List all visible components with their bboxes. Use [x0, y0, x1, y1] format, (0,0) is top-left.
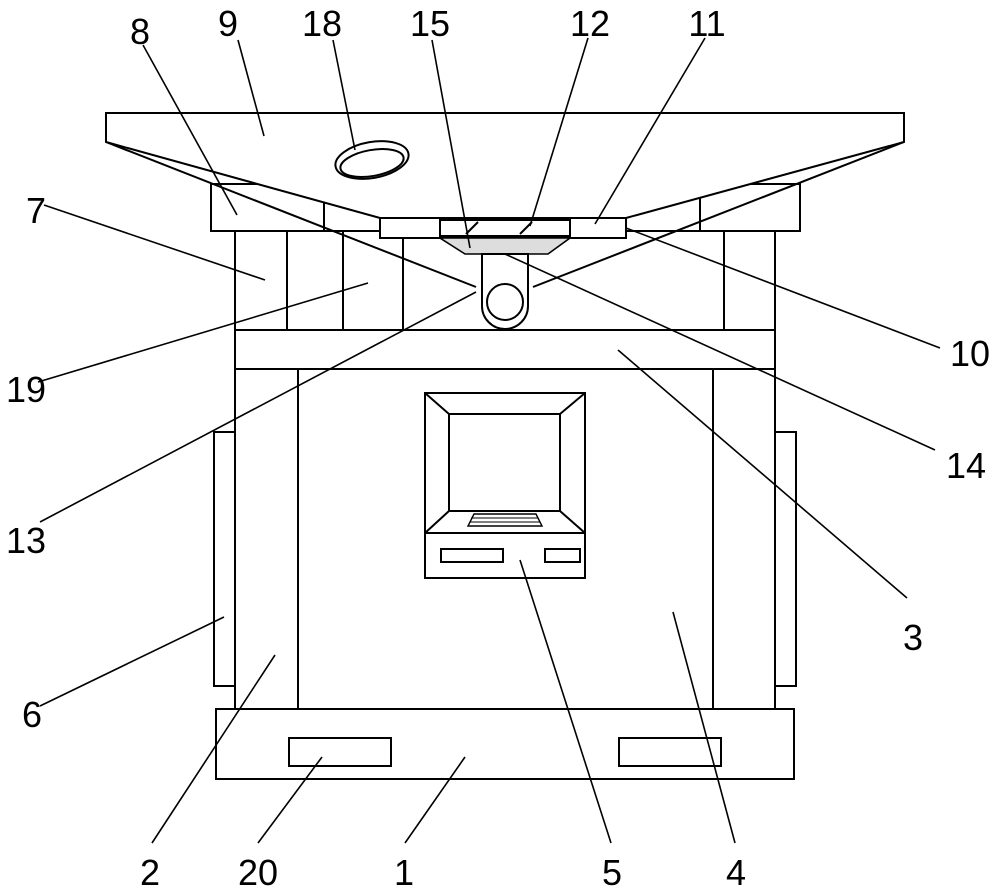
label-5: 5: [602, 852, 622, 893]
leader-8: [142, 44, 238, 216]
leader-5: [519, 559, 612, 844]
keyboard: [466, 513, 544, 527]
leader-20: [257, 756, 323, 844]
label-18: 18: [302, 3, 342, 44]
hopper-guide-right: [532, 141, 905, 288]
label-12: 12: [570, 3, 610, 44]
label-9: 9: [218, 3, 238, 44]
leader-9: [237, 39, 265, 137]
label-2: 2: [140, 852, 160, 893]
leader-15: [431, 39, 471, 249]
monitor-bevel-3: [424, 510, 450, 534]
label-4: 4: [726, 852, 746, 893]
control-slot-right: [544, 548, 581, 563]
leader-6: [39, 616, 225, 707]
label-8: 8: [130, 11, 150, 52]
leader-12: [529, 37, 589, 227]
label-14: 14: [946, 445, 986, 486]
hopper-guide-left: [105, 141, 477, 288]
leader-10: [625, 227, 941, 349]
monitor-bevel-2: [559, 392, 586, 415]
leader-13: [39, 291, 477, 523]
leader-11: [594, 37, 706, 225]
leader-14: [504, 253, 936, 451]
monitor-bevel-4: [559, 510, 586, 534]
side-handle-right: [774, 431, 797, 687]
leader-19: [37, 282, 369, 383]
label-6: 6: [22, 694, 42, 735]
top-opening-inner: [339, 148, 405, 178]
filter-plate: [439, 219, 571, 237]
control-slot-left: [440, 548, 504, 563]
leader-3: [617, 349, 908, 599]
monitor-screen: [448, 413, 561, 512]
base-slot-right: [618, 737, 722, 767]
monitor-bevel-1: [424, 392, 450, 415]
valve-ball: [486, 283, 524, 321]
label-1: 1: [394, 852, 414, 893]
label-13: 13: [6, 520, 46, 561]
label-7: 7: [26, 190, 46, 231]
filter-hatch-1: [465, 221, 479, 235]
label-20: 20: [238, 852, 278, 893]
leader-4: [672, 611, 736, 844]
cross-beam: [234, 329, 776, 370]
label-11: 11: [688, 3, 725, 44]
leader-7: [43, 204, 266, 281]
label-19: 19: [6, 369, 46, 410]
filter-funnel: [437, 237, 573, 255]
leader-18: [332, 39, 356, 151]
label-10: 10: [950, 333, 990, 374]
label-15: 15: [410, 3, 450, 44]
leader-1: [404, 756, 466, 844]
leader-2: [151, 654, 276, 844]
label-3: 3: [903, 617, 923, 658]
base-slot-left: [288, 737, 392, 767]
side-handle-left: [213, 431, 236, 687]
